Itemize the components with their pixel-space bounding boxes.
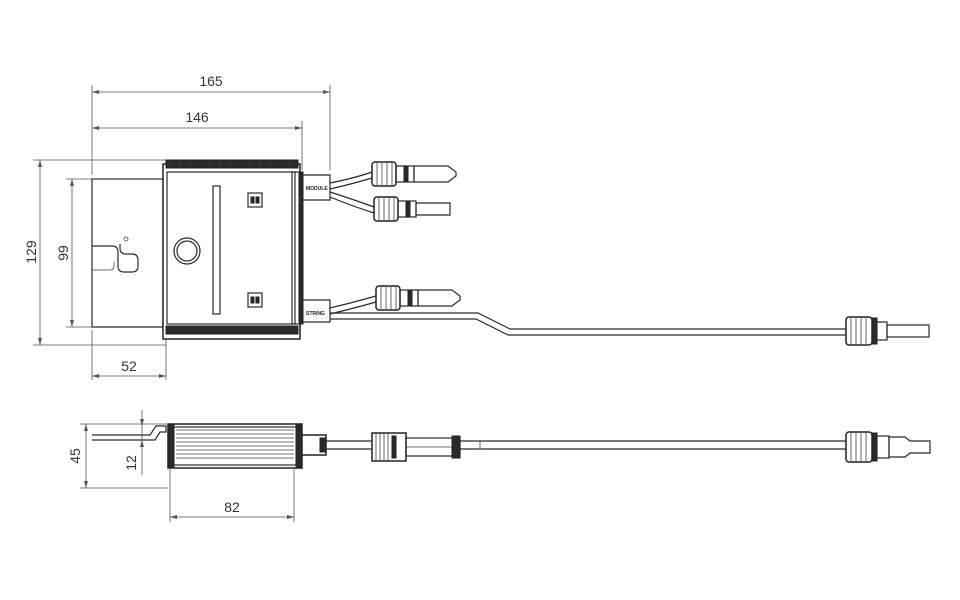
dim-label-99: 99 — [55, 245, 71, 261]
dim-label-146: 146 — [185, 109, 209, 125]
dimension-99: 99 — [55, 178, 92, 328]
dim-label-129: 129 — [23, 240, 39, 264]
junction-box-housing — [162, 163, 301, 340]
diode-marker-top — [247, 192, 263, 208]
side-connector-mid — [371, 432, 461, 462]
dimension-146: 146 — [92, 109, 303, 170]
side-bracket — [92, 425, 167, 441]
string-tag: STRING — [306, 311, 325, 317]
top-view: MODULE STRING — [23, 73, 930, 380]
dimension-52: 52 — [91, 330, 167, 380]
string-cable — [330, 312, 846, 330]
bracket-slot — [92, 244, 139, 273]
dimension-129: 129 — [23, 159, 166, 346]
dim-label-52: 52 — [121, 358, 137, 374]
dimension-12: 12 — [123, 410, 144, 475]
mc4-connector-3 — [375, 285, 461, 311]
module-tag: MODULE — [306, 186, 328, 192]
dim-label-12: 12 — [123, 455, 139, 471]
side-connector-end — [845, 431, 931, 463]
mc4-connector-2 — [373, 196, 451, 222]
dim-label-82: 82 — [224, 499, 240, 515]
mounting-bracket — [91, 178, 164, 328]
vent-plug — [173, 237, 201, 265]
dimension-82: 82 — [169, 468, 295, 522]
dim-label-165: 165 — [199, 73, 223, 89]
mc4-connector-1 — [371, 161, 457, 187]
diode-marker-bottom — [247, 292, 263, 308]
mc4-connector-4 — [845, 316, 930, 346]
dim-label-45: 45 — [67, 448, 83, 464]
side-view: 45 12 82 — [67, 410, 931, 522]
dimension-45: 45 — [67, 423, 168, 489]
